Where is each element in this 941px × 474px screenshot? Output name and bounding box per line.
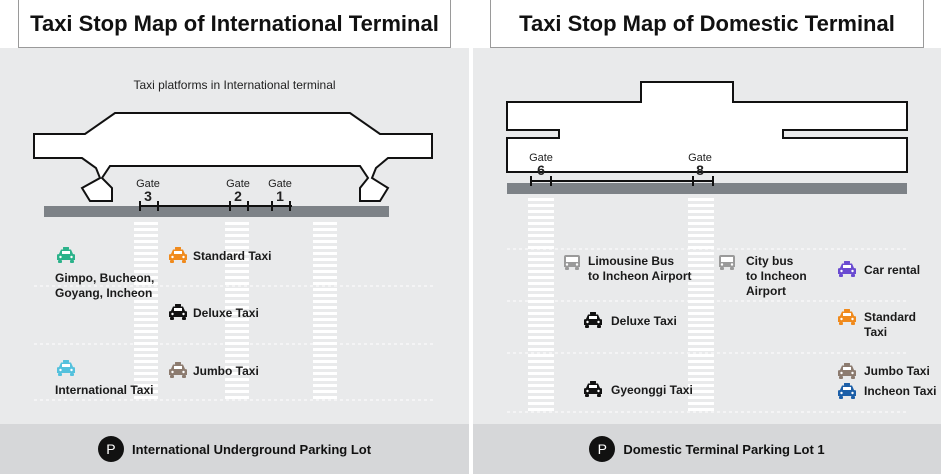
international-taxi-icon: [56, 360, 76, 376]
gimpo-taxi-icon: [56, 247, 76, 263]
deluxe-taxi-icon: [168, 304, 188, 320]
international-map: Taxi platforms in International terminal…: [0, 48, 469, 424]
domestic-standard-taxi-label: Standard Taxi: [864, 310, 917, 339]
jumbo-taxi-icon: [168, 362, 188, 378]
domestic-deluxe-taxi-label: Deluxe Taxi: [611, 314, 677, 328]
domestic-parking-label: Domestic Terminal Parking Lot 1: [623, 441, 825, 457]
international-standard-taxi-label: Standard Taxi: [193, 249, 272, 263]
domestic-terminal-outline: [506, 81, 908, 194]
international-parking-label: International Underground Parking Lot: [131, 441, 372, 457]
domestic-lane-stripes: [507, 196, 907, 413]
international-platform-bar: [44, 206, 389, 217]
city-bus-label: City bus to Incheon Airport: [746, 254, 807, 298]
city-bus-icon: [717, 254, 737, 270]
international-gimpo-taxi-label: Gimpo, Bucheon, Goyang, Incheon: [55, 271, 155, 300]
international-jumbo-taxi-label: Jumbo Taxi: [193, 364, 259, 378]
domestic-title: Taxi Stop Map of Domestic Terminal: [490, 0, 924, 48]
limousine-bus-label: Limousine Bus to Incheon Airport: [588, 254, 692, 283]
incheon-taxi-label: Incheon Taxi: [864, 384, 937, 398]
gyeonggi-taxi-label: Gyeonggi Taxi: [611, 383, 693, 397]
gyeonggi-taxi-icon: [583, 381, 603, 397]
incheon-taxi-icon: [837, 383, 857, 399]
international-panel: Taxi Stop Map of International Terminal …: [0, 0, 469, 474]
domestic-parking-footer: P Domestic Terminal Parking Lot 1: [473, 424, 941, 474]
international-deluxe-taxi-label: Deluxe Taxi: [193, 306, 259, 320]
domestic-jumbo-taxi-label: Jumbo Taxi: [864, 364, 930, 378]
car-rental-icon: [837, 261, 857, 277]
limousine-bus-icon: [562, 254, 582, 270]
domestic-jumbo-taxi-icon: [837, 363, 857, 379]
parking-icon: P: [97, 436, 124, 462]
domestic-platform-bar: [507, 183, 907, 194]
international-subtitle: Taxi platforms in International terminal: [133, 78, 336, 92]
domestic-standard-taxi-icon: [837, 309, 857, 325]
domestic-deluxe-taxi-icon: [583, 312, 603, 328]
international-parking-footer: P International Underground Parking Lot: [0, 424, 469, 474]
car-rental-label: Car rental: [864, 263, 921, 277]
international-lane-stripes: [34, 220, 435, 401]
parking-icon: P: [589, 436, 616, 462]
international-terminal-outline: [33, 112, 433, 217]
international-title: Taxi Stop Map of International Terminal: [18, 0, 451, 48]
standard-taxi-icon: [168, 247, 188, 263]
international-taxi-label: International Taxi: [55, 383, 154, 397]
